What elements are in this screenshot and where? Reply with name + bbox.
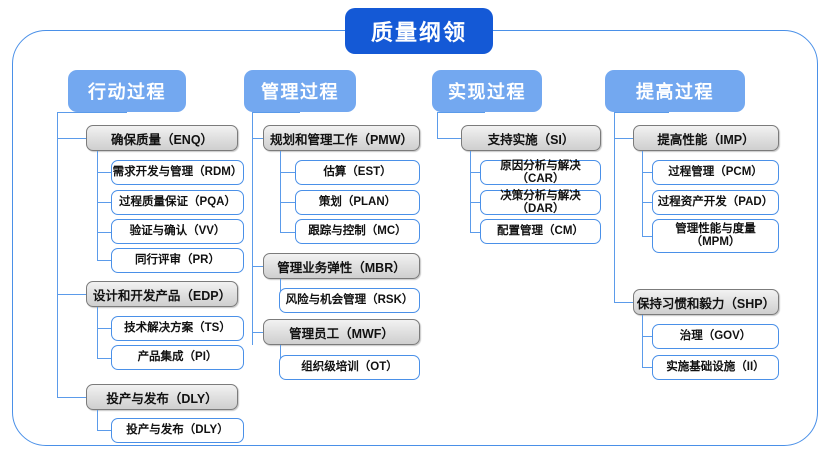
leaf-box-pcm[interactable]: 过程管理（PCM） [652, 160, 779, 185]
leaf-box-pr[interactable]: 同行评审（PR） [111, 248, 244, 273]
connector-col1-g2-i1 [97, 328, 112, 330]
connector-col2-trunk [252, 112, 254, 345]
connector-col1-g1-i1 [97, 172, 112, 174]
leaf-box-rsk[interactable]: 风险与机会管理（RSK） [279, 288, 420, 313]
connector-col4-grp2 [614, 302, 634, 304]
leaf-box-car[interactable]: 原因分析与解决（CAR） [480, 160, 601, 185]
column-header-action-process[interactable]: 行动过程 [68, 70, 186, 112]
leaf-box-vv[interactable]: 验证与确认（VV） [111, 219, 244, 244]
connector-col1-grp2-trunk [97, 307, 99, 358]
connector-col2-g1-i1 [280, 172, 296, 174]
connector-col2-grp1 [252, 138, 264, 140]
connector-col4-header-stub [614, 112, 669, 114]
connector-col2-g1-i3 [280, 232, 296, 234]
connector-col1-grp1-trunk [97, 151, 99, 260]
connector-col1-g2-i2 [97, 358, 112, 360]
connector-col1-g1-i4 [97, 260, 112, 262]
leaf-box-pi[interactable]: 产品集成（PI） [111, 345, 244, 370]
leaf-box-dly-child[interactable]: 投产与发布（DLY） [111, 418, 244, 443]
connector-col3-g1-i3 [470, 232, 481, 234]
root-title-node: 质量纲领 [345, 8, 493, 54]
leaf-box-ii[interactable]: 实施基础设施（II） [652, 355, 779, 380]
connector-col2-g1-i2 [280, 202, 296, 204]
connector-col1-g1-i2 [97, 202, 112, 204]
leaf-box-mpm[interactable]: 管理性能与度量 （MPM） [652, 219, 779, 253]
connector-col4-g2-i1 [642, 336, 653, 338]
column-header-improvement-process[interactable]: 提高过程 [605, 70, 745, 112]
connector-col1-grp3 [57, 397, 87, 399]
leaf-box-cm[interactable]: 配置管理（CM） [480, 219, 601, 244]
connector-col4-g2-i2 [642, 367, 653, 369]
connector-col1-g3-i1 [97, 430, 112, 432]
connector-col4-g1-i2 [642, 202, 653, 204]
connector-col2-grp3 [252, 332, 264, 334]
leaf-box-mc[interactable]: 跟踪与控制（MC） [295, 219, 420, 244]
column-header-management-process[interactable]: 管理过程 [244, 70, 356, 112]
leaf-box-ts[interactable]: 技术解决方案（TS） [111, 316, 244, 341]
leaf-box-gov[interactable]: 治理（GOV） [652, 324, 779, 349]
connector-col4-grp1 [614, 138, 634, 140]
connector-col1-grp3-trunk [97, 410, 99, 430]
connector-col3-header-stub [437, 112, 485, 114]
leaf-box-dar[interactable]: 决策分析与解决（DAR） [480, 190, 601, 215]
connector-col3-grp1 [437, 138, 462, 140]
group-box-enq[interactable]: 确保质量（ENQ） [86, 125, 238, 151]
connector-col4-grp1-trunk [642, 151, 644, 236]
column-header-realization-process[interactable]: 实现过程 [432, 70, 542, 112]
group-box-si[interactable]: 支持实施（SI） [461, 125, 601, 151]
leaf-box-pqa[interactable]: 过程质量保证（PQA） [111, 190, 244, 215]
connector-col4-grp2-trunk [642, 315, 644, 367]
group-box-shp[interactable]: 保持习惯和毅力（SHP） [633, 289, 779, 315]
leaf-box-pad[interactable]: 过程资产开发（PAD） [652, 190, 779, 215]
connector-col4-trunk [614, 112, 616, 302]
connector-col4-g1-i1 [642, 172, 653, 174]
connector-col1-header-stub [57, 112, 127, 114]
connector-col1-grp1 [57, 138, 87, 140]
leaf-box-ot[interactable]: 组织级培训（OT） [279, 355, 420, 380]
connector-col2-grp2 [252, 266, 264, 268]
connector-col1-trunk [57, 112, 59, 397]
leaf-box-est[interactable]: 估算（EST） [295, 160, 420, 185]
connector-col3-g1-i1 [470, 172, 481, 174]
group-box-edp[interactable]: 设计和开发产品（EDP） [86, 281, 238, 307]
group-box-dly[interactable]: 投产与发布（DLY） [86, 384, 238, 410]
group-box-pmw[interactable]: 规划和管理工作（PMW） [263, 125, 420, 151]
group-box-mbr[interactable]: 管理业务弹性（MBR） [263, 253, 420, 279]
leaf-box-plan[interactable]: 策划（PLAN） [295, 190, 420, 215]
connector-col2-header-stub [252, 112, 300, 114]
connector-col2-grp1-trunk [280, 151, 282, 232]
group-box-imp[interactable]: 提高性能（IMP） [633, 125, 779, 151]
connector-col3-grp1-trunk [470, 151, 472, 232]
leaf-box-rdm[interactable]: 需求开发与管理（RDM） [111, 160, 244, 185]
connector-col4-g1-i3 [642, 236, 653, 238]
group-box-mwf[interactable]: 管理员工（MWF） [263, 319, 420, 345]
connector-col1-g1-i3 [97, 232, 112, 234]
connector-col3-g1-i2 [470, 202, 481, 204]
connector-col1-grp2 [57, 294, 87, 296]
connector-col3-trunk [437, 112, 439, 138]
